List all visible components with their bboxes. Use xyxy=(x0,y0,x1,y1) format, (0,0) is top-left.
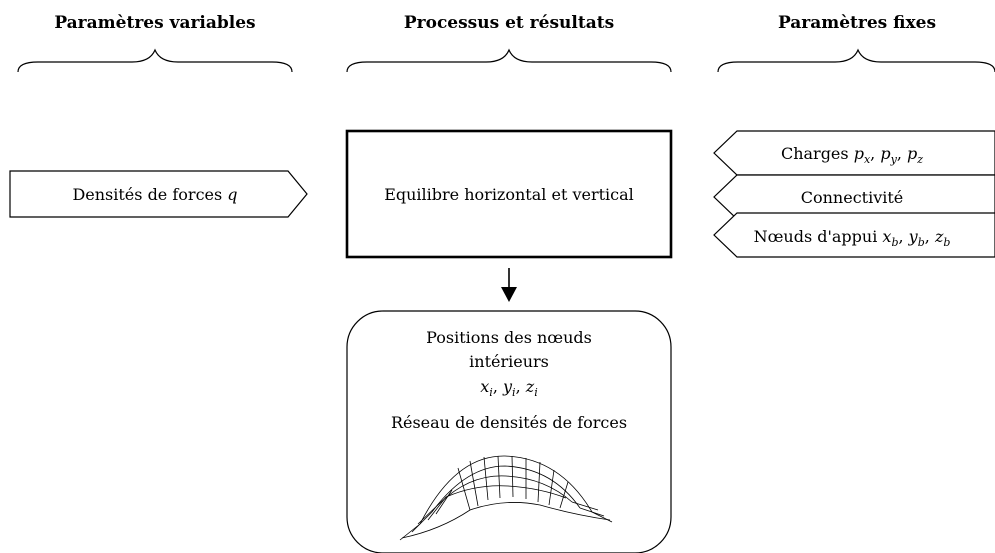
input-force-densities-label: Densités de forces q xyxy=(72,185,237,204)
fixed-supports: Nœuds d'appui xb, yb, zb xyxy=(713,212,995,258)
supports-sub-y: b xyxy=(918,236,925,249)
header-variable-parameters: Paramètres variables xyxy=(54,13,255,33)
input-var-q: q xyxy=(227,185,237,204)
charges-sub-y: y xyxy=(890,153,898,166)
header-fixed-parameters: Paramètres fixes xyxy=(778,13,936,33)
supports-comma-2: , xyxy=(925,227,935,246)
charges-p-y: p xyxy=(880,144,890,163)
charges-text: Charges xyxy=(781,144,854,163)
result-z-i: z xyxy=(525,377,535,396)
result-line-3: xi, yi, zi xyxy=(480,377,537,399)
down-arrow-icon xyxy=(501,268,517,302)
input-label-text: Densités de forces xyxy=(72,185,227,204)
result-line-4: Réseau de densités de forces xyxy=(391,413,627,432)
result-sub-x: i xyxy=(489,386,493,399)
result-box: Positions des nœuds intérieurs xi, yi, z… xyxy=(346,310,672,553)
brace-center xyxy=(346,48,672,73)
input-force-densities: Densités de forces q xyxy=(9,170,308,218)
result-comma-2: , xyxy=(516,377,526,396)
header-process-results: Processus et résultats xyxy=(404,13,614,33)
supports-text: Nœuds d'appui xyxy=(754,227,883,246)
result-line-2: intérieurs xyxy=(469,352,549,371)
result-sub-y: i xyxy=(512,386,516,399)
result-sub-z: i xyxy=(534,386,538,399)
charges-p-z: p xyxy=(907,144,917,163)
charges-sub-z: z xyxy=(916,153,923,166)
result-x-i: x xyxy=(480,377,489,396)
fixed-charges: Charges px, py, pz xyxy=(713,130,995,176)
supports-x-b: x xyxy=(882,227,891,246)
brace-left xyxy=(17,48,293,73)
process-box: Equilibre horizontal et vertical xyxy=(345,129,673,259)
result-comma-1: , xyxy=(493,377,503,396)
supports-comma-1: , xyxy=(899,227,909,246)
charges-comma-2: , xyxy=(897,144,907,163)
charges-label: Charges px, py, pz xyxy=(781,144,923,166)
fixed-connectivity: Connectivité xyxy=(713,174,995,220)
charges-sub-x: x xyxy=(864,153,871,166)
result-y-i: y xyxy=(502,377,513,396)
force-density-network-illustration xyxy=(399,455,613,541)
supports-y-b: y xyxy=(908,227,919,246)
supports-sub-z: b xyxy=(943,236,950,249)
process-label: Equilibre horizontal et vertical xyxy=(384,185,634,204)
supports-z-b: z xyxy=(934,227,944,246)
charges-comma-1: , xyxy=(870,144,880,163)
supports-sub-x: b xyxy=(891,236,898,249)
brace-right xyxy=(717,48,995,73)
connectivity-label: Connectivité xyxy=(801,188,904,207)
charges-p-x: p xyxy=(854,144,864,163)
result-line-1: Positions des nœuds xyxy=(426,328,592,347)
supports-label: Nœuds d'appui xb, yb, zb xyxy=(754,227,951,249)
